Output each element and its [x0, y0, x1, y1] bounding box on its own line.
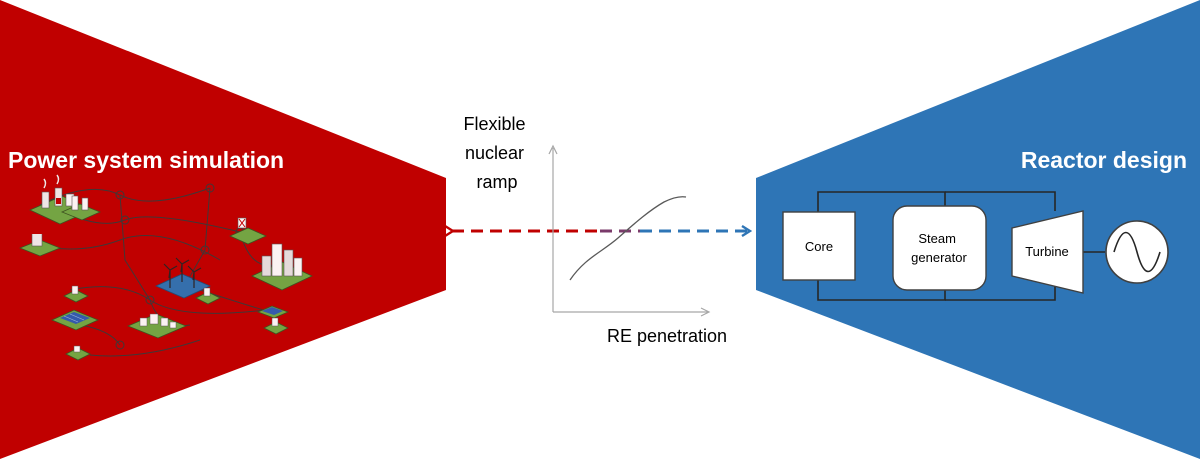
wind-turbine-icon	[155, 257, 211, 299]
steam-generator-label-line: generator	[911, 250, 967, 265]
reactor-block-diagram: Core Steam generator Turbine	[782, 191, 1169, 301]
sine-wave-icon	[1105, 220, 1169, 284]
turbine-shape	[1011, 210, 1084, 294]
ramp-chart: Flexible nuclear ramp RE penetration	[463, 114, 727, 346]
y-axis-label-line: Flexible	[463, 114, 525, 134]
solar-panel-icon	[256, 305, 290, 319]
y-axis-label-line: ramp	[476, 172, 517, 192]
steam-generator-box	[892, 205, 987, 291]
city-icon	[251, 243, 313, 291]
steam-generator-label-line: Steam	[918, 231, 956, 246]
power-plant-icon	[229, 217, 267, 245]
grid-illustration	[18, 174, 313, 361]
core-label: Core	[805, 239, 833, 254]
left-panel-shape	[0, 0, 446, 459]
power-plant-icon	[63, 285, 89, 303]
city-icon	[126, 313, 188, 339]
power-plant-icon	[18, 230, 62, 257]
x-axis-arrowhead	[700, 307, 711, 317]
power-plant-icon	[65, 345, 91, 361]
right-panel-title: Reactor design	[1021, 147, 1187, 173]
y-axis-label: Flexible nuclear ramp	[463, 114, 530, 192]
y-axis-label-line: nuclear	[465, 143, 524, 163]
solar-panel-icon	[50, 309, 100, 331]
power-plant-icon	[60, 195, 102, 221]
turbine-label: Turbine	[1025, 244, 1069, 259]
power-plant-icon	[195, 287, 221, 305]
steam-generator-label: Steam generator	[911, 231, 967, 265]
x-axis-label: RE penetration	[607, 326, 727, 346]
y-axis-arrowhead	[548, 144, 558, 155]
left-panel-title: Power system simulation	[8, 147, 284, 173]
loop-lines	[817, 191, 1105, 301]
power-plant-icon	[263, 317, 289, 335]
core-box	[782, 211, 856, 281]
ramp-curve	[569, 196, 687, 281]
